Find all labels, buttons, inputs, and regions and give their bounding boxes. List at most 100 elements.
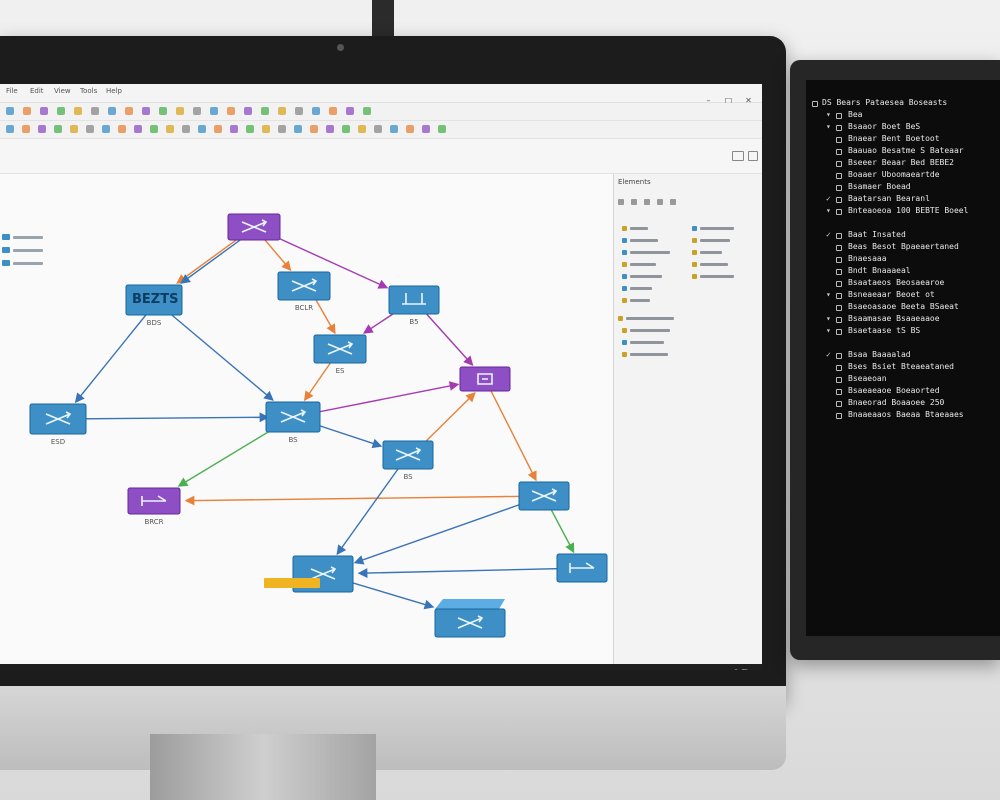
property-row[interactable] [692, 236, 730, 244]
property-row[interactable] [622, 284, 652, 292]
link-blue[interactable] [353, 495, 545, 565]
toolbar-tool-icon[interactable] [57, 107, 65, 115]
toolbar-tool-icon[interactable] [198, 125, 206, 133]
maximize-icon[interactable]: □ [724, 96, 733, 105]
property-row[interactable] [622, 350, 668, 358]
tree-toggle-icon[interactable]: ✓ [826, 194, 831, 203]
link-blue[interactable] [336, 454, 409, 556]
link-blue[interactable] [74, 299, 159, 404]
toolbar-tool-icon[interactable] [166, 125, 174, 133]
toolbar-tool-icon[interactable] [363, 107, 371, 115]
palette-item[interactable] [0, 244, 52, 256]
property-row[interactable] [692, 260, 728, 268]
tree-toggle-icon[interactable]: ▾ [826, 206, 831, 215]
toolbar-tool-icon[interactable] [118, 125, 126, 133]
toolbar-tool-icon[interactable] [182, 125, 190, 133]
panel-tool-icon[interactable] [670, 199, 677, 205]
toolbar-tool-icon[interactable] [244, 107, 252, 115]
toolbar-tool-icon[interactable] [142, 107, 150, 115]
palette-item[interactable] [0, 231, 52, 243]
property-row[interactable] [692, 248, 722, 256]
toolbar-tool-icon[interactable] [38, 125, 46, 133]
toolbar-tool-icon[interactable] [210, 107, 218, 115]
property-row[interactable] [622, 326, 670, 334]
tree-toggle-icon[interactable]: ▾ [826, 110, 831, 119]
property-row[interactable] [692, 224, 734, 232]
toolbar-tool-icon[interactable] [70, 125, 78, 133]
node-switch[interactable] [518, 481, 570, 511]
toolbar-tool-icon[interactable] [176, 107, 184, 115]
toolbar-tool-icon[interactable] [230, 125, 238, 133]
toolbar-tool-icon[interactable] [23, 107, 31, 115]
tree-toggle-icon[interactable]: ▾ [826, 122, 831, 131]
toolbar-tool-icon[interactable] [346, 107, 354, 115]
palette-item[interactable] [0, 257, 52, 269]
node-switch[interactable] [227, 213, 281, 241]
node-server[interactable] [459, 366, 511, 392]
toolbar-tool-icon[interactable] [91, 107, 99, 115]
link-orange[interactable] [484, 378, 537, 482]
node-switch[interactable] [434, 599, 506, 638]
toolbar-tool-icon[interactable] [295, 107, 303, 115]
minimize-icon[interactable]: – [706, 96, 711, 105]
toolbar-tool-icon[interactable] [102, 125, 110, 133]
menu-edit[interactable]: Edit [30, 87, 44, 95]
toolbar-tool-icon[interactable] [150, 125, 158, 133]
toolbar-tool-icon[interactable] [326, 125, 334, 133]
toolbar-tool-icon[interactable] [6, 125, 14, 133]
tree-toggle-icon[interactable]: ▾ [826, 290, 831, 299]
node-switch[interactable] [29, 403, 87, 435]
toolbar-tool-icon[interactable] [261, 107, 269, 115]
toolbar-tool-icon[interactable] [246, 125, 254, 133]
node-switch[interactable] [277, 271, 331, 301]
node-switch[interactable] [382, 440, 434, 470]
panel-toggle-icon[interactable] [732, 151, 744, 161]
property-row[interactable] [622, 260, 656, 268]
link-orange[interactable] [184, 495, 549, 506]
toolbar-tool-icon[interactable] [294, 125, 302, 133]
link-blue[interactable] [61, 412, 270, 423]
toolbar-tool-icon[interactable] [227, 107, 235, 115]
tree-toggle-icon[interactable]: ▾ [826, 326, 831, 335]
close-icon[interactable]: ✕ [745, 96, 752, 105]
tree-toggle-icon[interactable]: ✓ [826, 350, 831, 359]
toolbar-tool-icon[interactable] [193, 107, 201, 115]
toolbar-tool-icon[interactable] [214, 125, 222, 133]
toolbar-tool-icon[interactable] [6, 107, 14, 115]
toolbar-tool-icon[interactable] [22, 125, 30, 133]
panel-tool-icon[interactable] [644, 199, 651, 205]
toolbar-tool-icon[interactable] [134, 125, 142, 133]
menu-file[interactable]: File [6, 87, 18, 95]
property-row[interactable] [618, 314, 674, 322]
toolbar-tool-icon[interactable] [54, 125, 62, 133]
toolbar-tool-icon[interactable] [390, 125, 398, 133]
node-device[interactable] [127, 487, 181, 515]
property-row[interactable] [692, 272, 734, 280]
toolbar-tool-icon[interactable] [40, 107, 48, 115]
property-row[interactable] [622, 248, 670, 256]
node-device[interactable] [556, 553, 608, 583]
tree-toggle-icon[interactable]: ✓ [826, 230, 831, 239]
toolbar-tool-icon[interactable] [125, 107, 133, 115]
toolbar-tool-icon[interactable] [342, 125, 350, 133]
panel-tool-icon[interactable] [657, 199, 664, 205]
toolbar-tool-icon[interactable] [312, 107, 320, 115]
property-row[interactable] [622, 296, 650, 304]
panel-tool-icon[interactable] [618, 199, 624, 205]
link-blue[interactable] [153, 299, 274, 401]
toolbar-tool-icon[interactable] [262, 125, 270, 133]
toolbar-tool-icon[interactable] [278, 107, 286, 115]
toolbar-tool-icon[interactable] [422, 125, 430, 133]
tray-icons[interactable]: ▴ ◐ ◧ [727, 668, 748, 670]
toolbar-tool-icon[interactable] [278, 125, 286, 133]
property-row[interactable] [622, 272, 662, 280]
node-switch[interactable] [313, 334, 367, 364]
node-device[interactable] [125, 284, 183, 316]
toolbar-tool-icon[interactable] [108, 107, 116, 115]
settings-icon[interactable] [748, 151, 758, 161]
toolbar-tool-icon[interactable] [159, 107, 167, 115]
toolbar-tool-icon[interactable] [406, 125, 414, 133]
tree-toggle-icon[interactable]: ▾ [826, 314, 831, 323]
link-blue[interactable] [357, 567, 587, 578]
